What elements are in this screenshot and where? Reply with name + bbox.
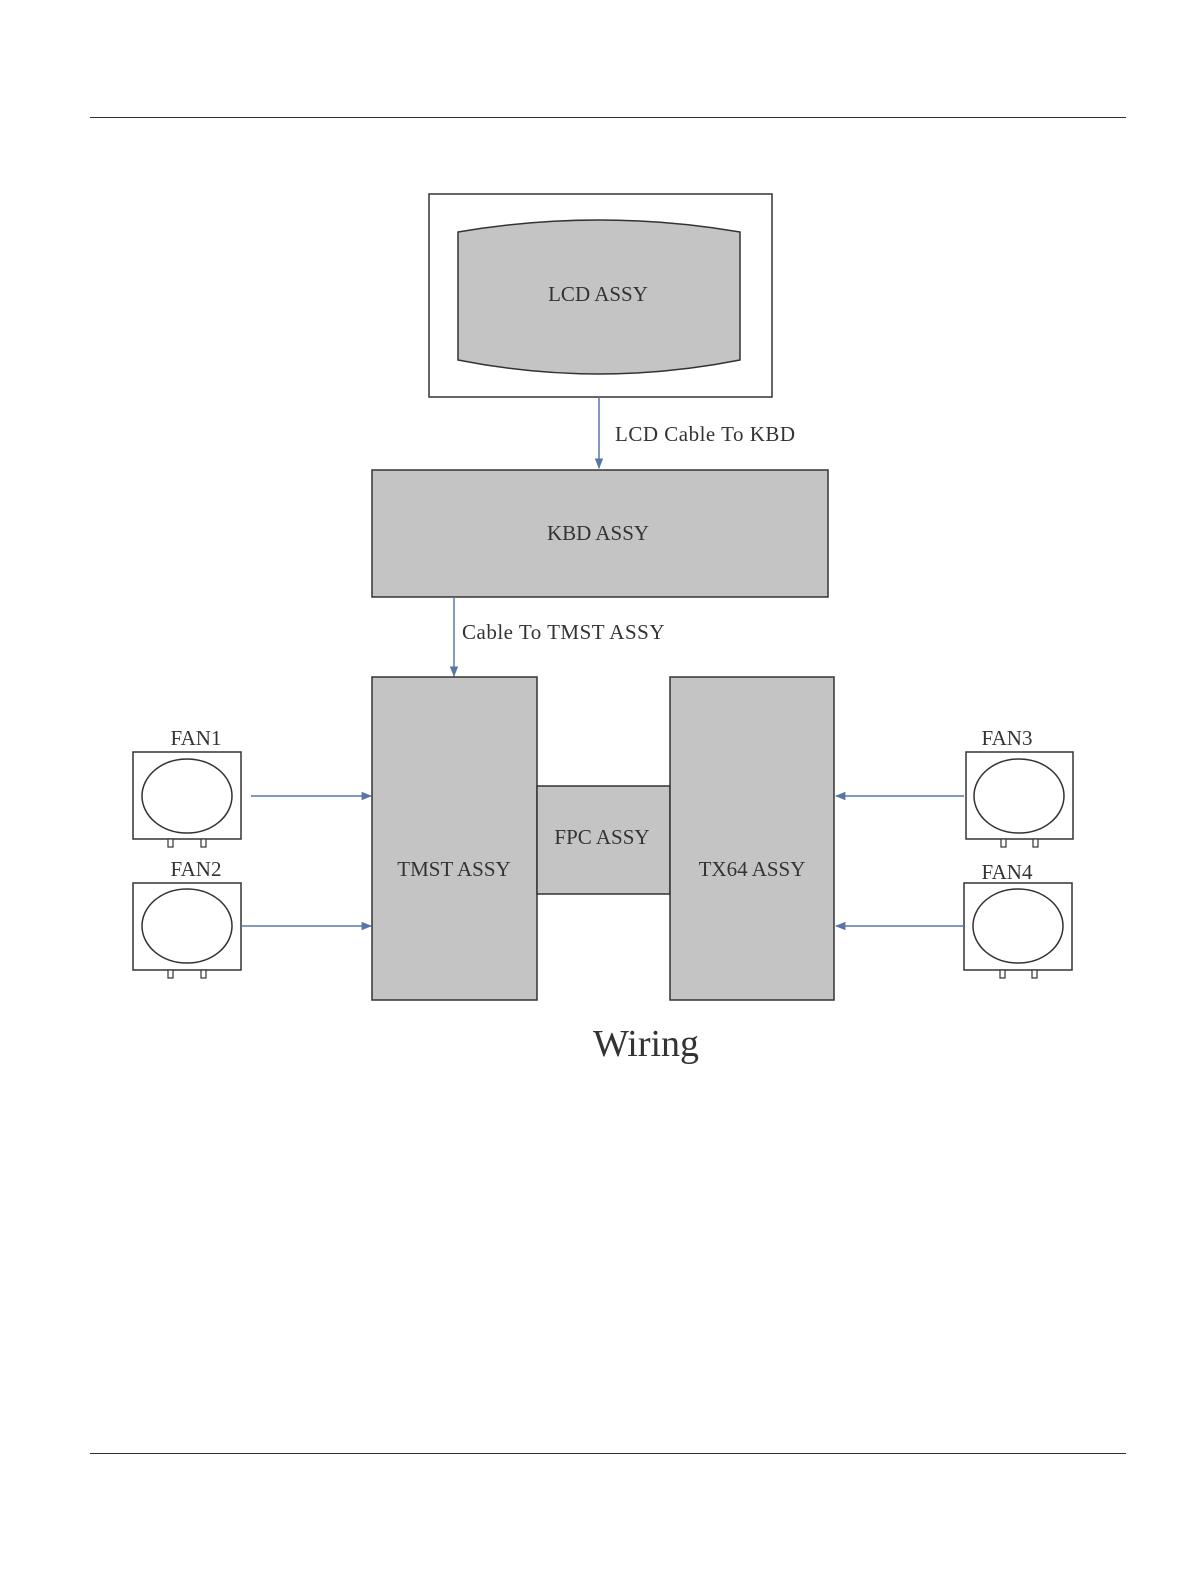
fan1-pin-icon: [201, 839, 206, 847]
fan2-label: FAN2: [171, 857, 222, 881]
fan2-pin-icon: [168, 970, 173, 978]
fan3-icon: [974, 759, 1064, 833]
diagram-caption: Wiring: [593, 1023, 699, 1065]
fan4-pin-icon: [1000, 970, 1005, 978]
fan1: FAN1: [133, 726, 241, 847]
lcd-assy-label: LCD ASSY: [548, 282, 648, 306]
tmst-assy: TMST ASSY: [372, 677, 537, 1000]
lcd-assy: LCD ASSY: [429, 194, 772, 397]
fan2-pin-icon: [201, 970, 206, 978]
tmst-assy-label: TMST ASSY: [397, 857, 510, 881]
kbd-assy-label: KBD ASSY: [547, 521, 649, 545]
fan1-pin-icon: [168, 839, 173, 847]
fan3-label: FAN3: [982, 726, 1033, 750]
tmst-box: [372, 677, 537, 1000]
fan2: FAN2: [133, 857, 241, 978]
fan4-label: FAN4: [982, 860, 1033, 884]
fan4-pin-icon: [1032, 970, 1037, 978]
fpc-assy: FPC ASSY: [537, 786, 670, 894]
fan3: FAN3: [966, 726, 1073, 847]
tx64-assy-label: TX64 ASSY: [699, 857, 806, 881]
fan3-pin-icon: [1001, 839, 1006, 847]
kbd-to-tmst-label: Cable To TMST ASSY: [462, 620, 665, 644]
tx64-box: [670, 677, 834, 1000]
kbd-assy: KBD ASSY: [372, 470, 828, 597]
fan3-pin-icon: [1033, 839, 1038, 847]
fan1-icon: [142, 759, 232, 833]
fpc-assy-label: FPC ASSY: [554, 825, 649, 849]
fan2-icon: [142, 889, 232, 963]
lcd-to-kbd-label: LCD Cable To KBD: [615, 422, 796, 446]
fan1-label: FAN1: [171, 726, 222, 750]
fan4-icon: [973, 889, 1063, 963]
tx64-assy: TX64 ASSY: [670, 677, 834, 1000]
fan4: FAN4: [964, 860, 1072, 978]
